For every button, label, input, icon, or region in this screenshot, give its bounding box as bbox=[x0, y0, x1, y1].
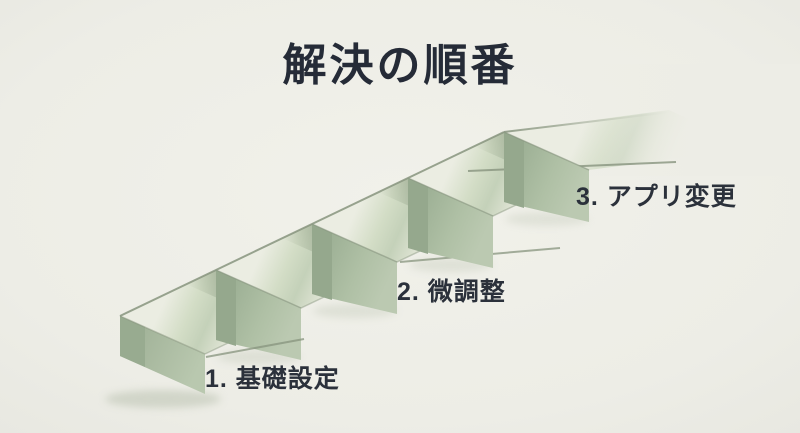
stair-riser-1-dark-band bbox=[216, 270, 236, 346]
step-label-2: 2. 微調整 bbox=[397, 278, 506, 306]
step-label-1: 1. 基礎設定 bbox=[205, 365, 340, 393]
step-label-3: 3. アプリ変更 bbox=[576, 183, 737, 211]
stair-riser-4 bbox=[504, 132, 589, 222]
stair-riser-1 bbox=[216, 270, 301, 360]
step-1-pointer-line bbox=[205, 338, 305, 358]
page-title: 解決の順番 bbox=[282, 41, 518, 90]
fold-seam-lines bbox=[119, 131, 590, 355]
stair-riser-3-dark-band bbox=[408, 178, 428, 254]
stair-riser-2 bbox=[312, 224, 397, 314]
stair-risers bbox=[120, 132, 589, 394]
stair-bottom-face-dark-band bbox=[120, 316, 145, 367]
stair-riser-2-dark-band bbox=[312, 224, 332, 300]
top-tread-fade bbox=[552, 64, 800, 176]
stair-riser-4-dark-band bbox=[504, 132, 524, 208]
stair-riser-3 bbox=[408, 178, 493, 268]
